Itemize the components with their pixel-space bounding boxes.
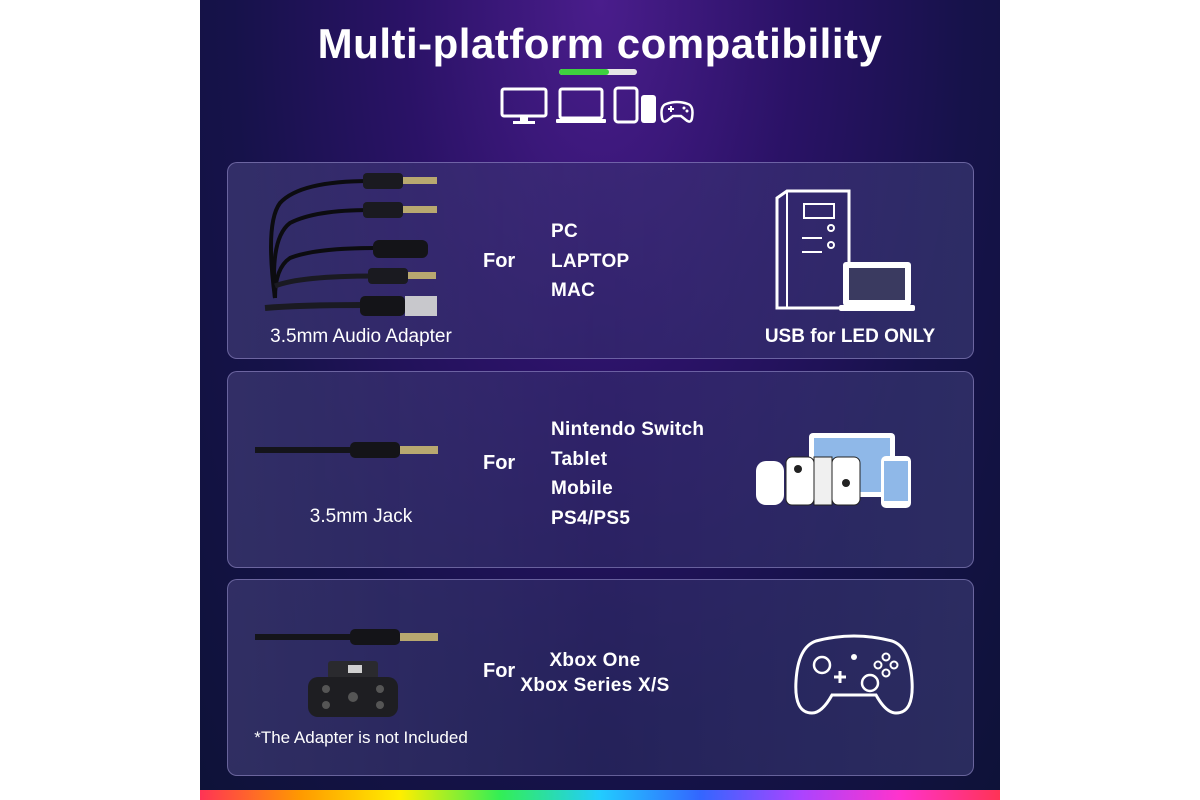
title-underline [559,69,637,75]
switch-console-icon [756,456,861,506]
laptop-icon [556,87,606,123]
monitor-icon [500,87,548,124]
usb-led-caption: USB for LED ONLY [764,326,936,347]
platform-list-xbox: Xbox One Xbox Series X/S [510,650,680,700]
cable-label-audio-adapter: 3.5mm Audio Adapter [270,326,452,347]
phone-icon [641,95,656,123]
page-title: Multi-platform compatibility [317,20,883,67]
laptop-icon [839,262,915,311]
tablet-icon [613,86,639,124]
title-underline-fill [559,69,609,75]
platform-laptop: LAPTOP [551,250,630,272]
xbox-stereo-adapter-icon [308,661,398,717]
platform-xbox-series: Xbox Series X/S [520,675,670,696]
pc-tower-icon [775,189,851,310]
platform-pc: PC [551,221,578,242]
rainbow-light-strip [200,790,1000,800]
xbox-controller-icon [794,634,914,715]
platform-list-pc: PC LAPTOP MAC [551,221,630,310]
gamepad-icon [660,100,694,123]
for-label-1: For [483,250,516,272]
product-poster: Multi-platform compatibility [200,0,1000,800]
platform-ps4-ps5: PS4/PS5 [551,507,631,529]
platform-nintendo-switch: Nintendo Switch [551,419,705,440]
for-label-3: For [483,660,516,682]
platform-xbox-one: Xbox One [549,650,641,671]
for-label-2: For [483,452,516,474]
platform-mac: MAC [551,280,596,301]
phone-icon [881,456,911,508]
jack-cable-icon [255,442,438,458]
jack-cable-icon [255,629,438,645]
audio-adapter-cable-icon [264,173,437,316]
device-icons-row [500,86,700,126]
platform-tablet: Tablet [551,448,608,470]
platform-mobile: Mobile [551,478,613,499]
adapter-not-included-note: *The Adapter is not Included [254,728,468,747]
cable-label-jack: 3.5mm Jack [309,506,413,527]
platform-list-switch: Nintendo Switch Tablet Mobile PS4/PS5 [551,419,704,537]
